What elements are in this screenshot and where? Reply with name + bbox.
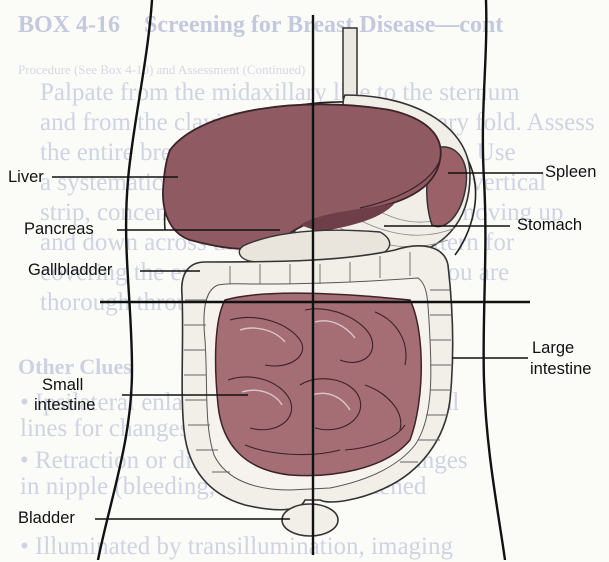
label-stomach: Stomach [517,216,582,235]
esophagus [343,28,357,98]
label-large-intestine-line1: Large [532,339,574,358]
label-spleen: Spleen [545,163,596,182]
label-bladder: Bladder [18,509,75,528]
label-large-intestine-line2: intestine [530,360,591,379]
label-gallbladder: Gallbladder [28,261,112,280]
label-pancreas: Pancreas [24,220,94,239]
bladder [282,504,338,536]
label-small-intestine-line2: intestine [34,396,95,415]
label-small-intestine-line1: Small [42,376,83,395]
label-liver: Liver [8,168,44,187]
